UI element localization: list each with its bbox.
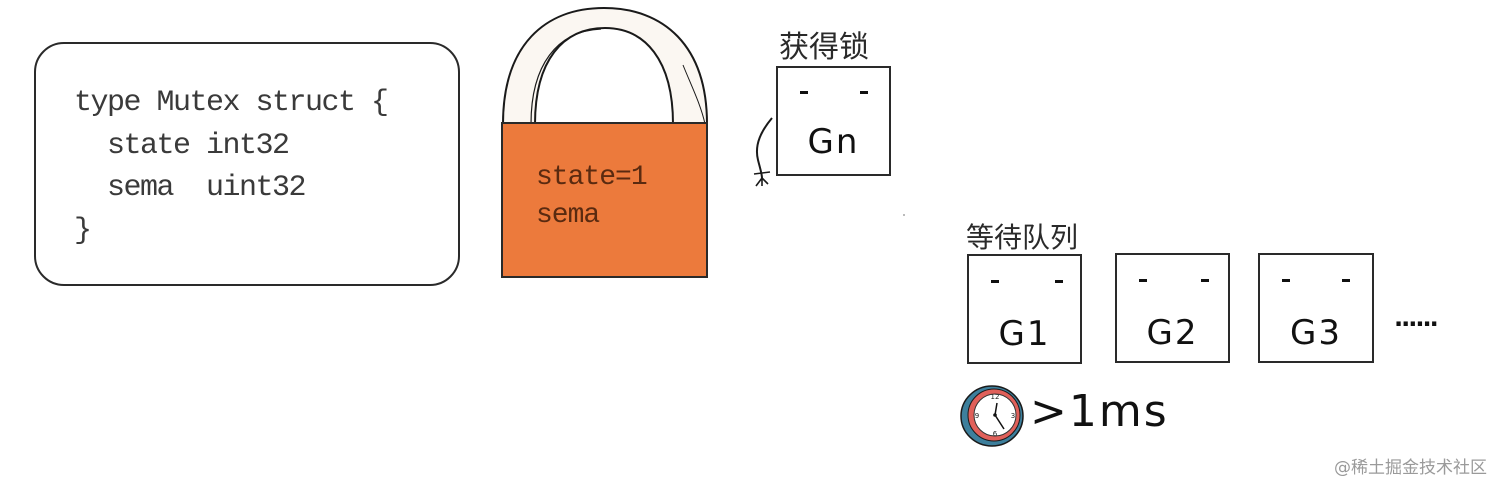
goroutine-tail-icon xyxy=(753,117,773,187)
svg-text:6: 6 xyxy=(993,430,998,438)
svg-text:3: 3 xyxy=(1011,412,1015,420)
goroutine-eye xyxy=(1139,279,1147,282)
goroutine-gn: Gn xyxy=(776,66,891,176)
svg-text:12: 12 xyxy=(991,393,1000,401)
acquired-lock-caption: 获得锁 xyxy=(779,30,869,65)
goroutine-eye xyxy=(991,280,999,283)
goroutine-g3: G3 xyxy=(1258,253,1374,363)
goroutine-eye xyxy=(860,91,868,94)
goroutine-label: G3 xyxy=(1290,313,1342,353)
stray-dot xyxy=(903,214,905,216)
goroutine-eye xyxy=(1342,279,1350,282)
goroutine-eye xyxy=(1282,279,1290,282)
wait-queue-caption: 等待队列 xyxy=(966,221,1079,254)
lock-state-label: state=1 xyxy=(536,162,648,193)
padlock-shackle-icon xyxy=(501,6,709,125)
code-line-type: type Mutex struct { xyxy=(74,86,389,120)
goroutine-g1: G1 xyxy=(967,254,1082,364)
watermark: @稀土掘金技术社区 xyxy=(1334,458,1487,478)
code-line-state: state int32 xyxy=(74,129,290,163)
clock-icon: 12 3 6 9 xyxy=(960,385,1024,447)
mutex-struct-box: type Mutex struct { state int32 sema uin… xyxy=(34,42,460,286)
goroutine-eye xyxy=(1055,280,1063,283)
code-line-close: } xyxy=(74,214,92,248)
goroutine-label: G2 xyxy=(1146,313,1199,353)
padlock-body: state=1 sema xyxy=(501,122,708,278)
goroutine-eye xyxy=(1201,279,1209,282)
timeout-label: >1ms xyxy=(1030,386,1169,437)
goroutine-g2: G2 xyxy=(1115,253,1230,363)
lock-sema-label: sema xyxy=(536,200,600,231)
goroutine-eye xyxy=(800,91,808,94)
goroutine-label: Gn xyxy=(807,122,860,162)
svg-text:9: 9 xyxy=(975,412,979,420)
more-goroutines-ellipsis: ······ xyxy=(1394,310,1439,338)
goroutine-label: G1 xyxy=(998,314,1051,354)
code-line-sema: sema uint32 xyxy=(74,171,307,205)
